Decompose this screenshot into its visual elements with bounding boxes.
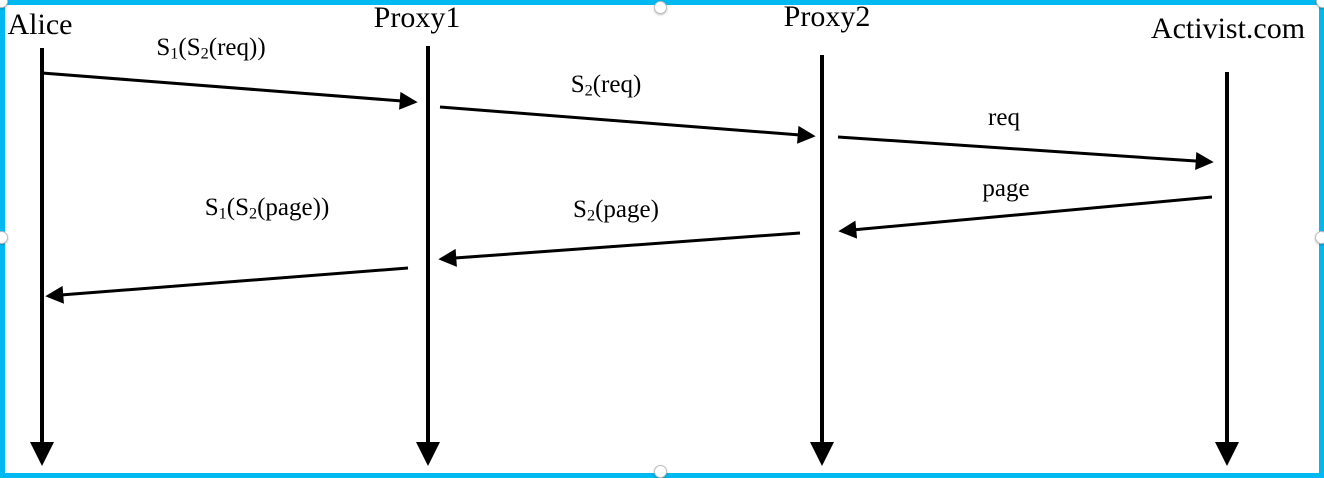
message-line-page — [838, 195, 1213, 239]
message-line-s1s2req — [41, 71, 418, 110]
message-line-req — [837, 135, 1214, 170]
message-label-s1s2req: S1(S2(req)) — [156, 34, 266, 63]
actor-label-proxy1: Proxy1 — [373, 1, 461, 34]
message-label-req: req — [988, 104, 1020, 131]
message-label-page: page — [982, 175, 1030, 202]
message-line-s2page — [438, 231, 801, 267]
actor-label-proxy2: Proxy2 — [783, 0, 871, 33]
message-label-s2page: S2(page) — [573, 196, 659, 225]
message-label-s2req: S2(req) — [570, 71, 642, 100]
message-label-s1s2page: S1(S2(page)) — [204, 194, 330, 223]
resize-handle-right-middle[interactable] — [1315, 231, 1324, 244]
actor-label-alice: Alice — [7, 8, 73, 41]
message-line-s1s2page — [45, 266, 409, 304]
resize-handle-bottom-middle[interactable] — [654, 465, 667, 478]
resize-handle-top-middle[interactable] — [654, 1, 667, 14]
message-line-s2req — [439, 105, 816, 144]
actor-label-activist: Activist.com — [1150, 12, 1306, 45]
